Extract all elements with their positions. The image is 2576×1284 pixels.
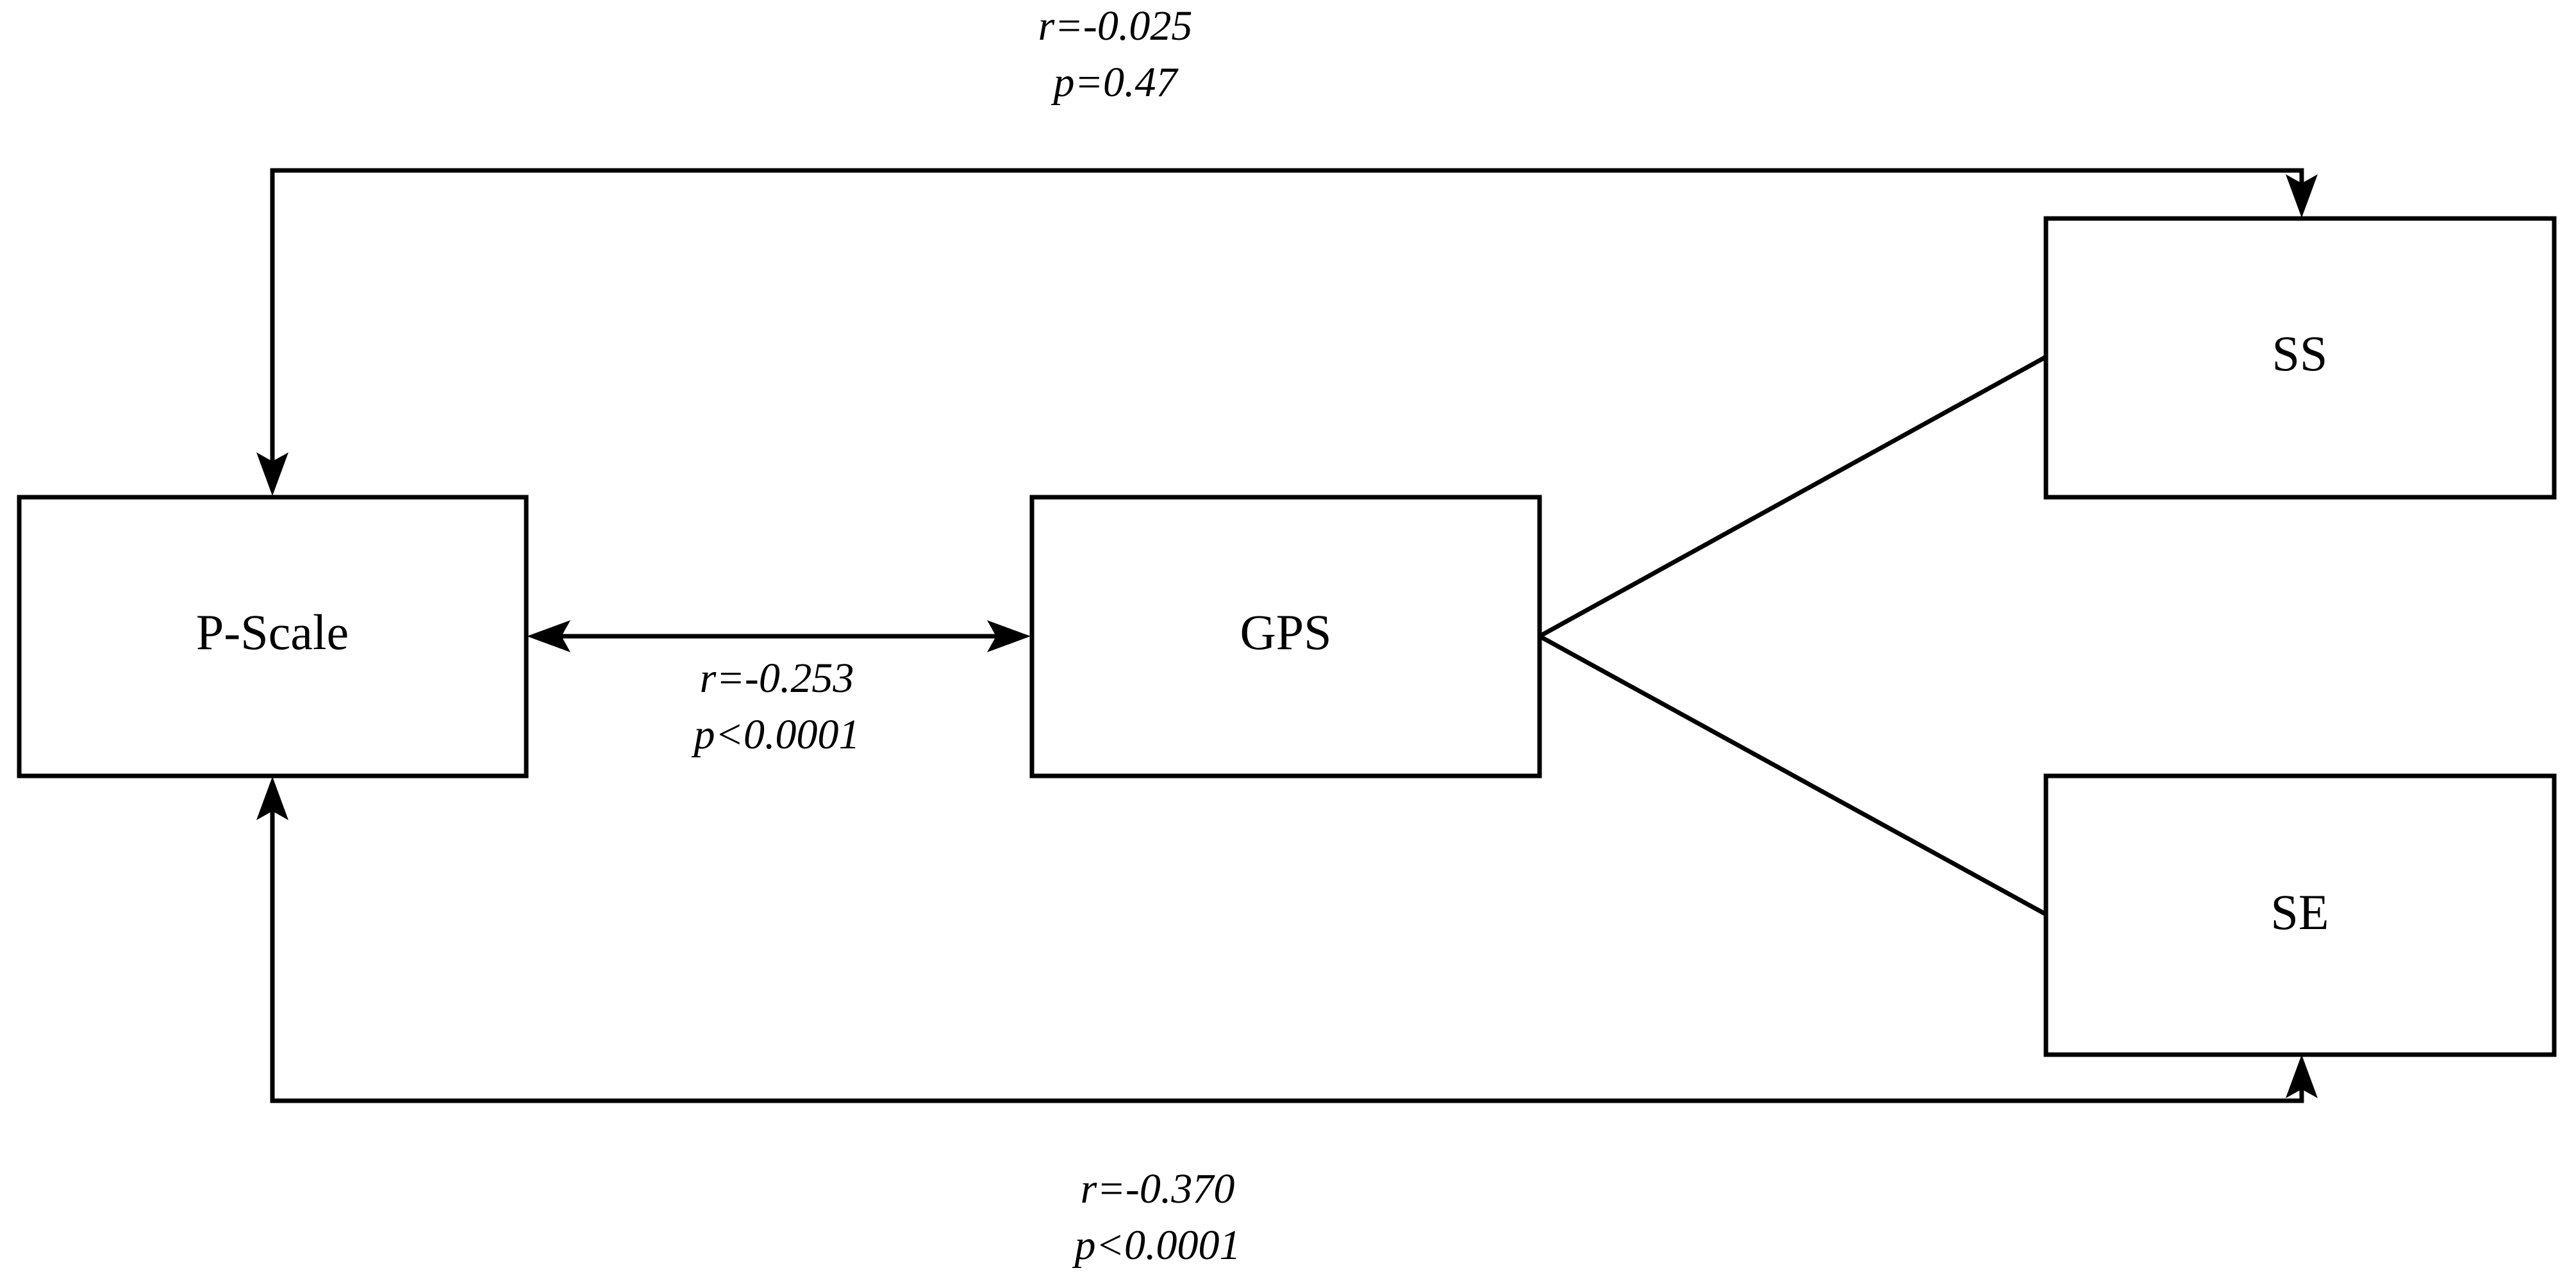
node-se: SE xyxy=(2043,773,2557,1057)
stat-pscale-gps-p: p<0.0001 xyxy=(691,711,860,758)
arrowhead-pscale-bottom xyxy=(256,777,288,820)
node-p-scale: P-Scale xyxy=(17,495,529,778)
arrowhead-pscale-right xyxy=(527,620,570,652)
edge-pscale-gps xyxy=(527,620,1031,652)
node-se-label: SE xyxy=(2270,884,2329,940)
stat-pscale-ss-r: r=-0.025 xyxy=(1038,3,1193,49)
arrowhead-se-bottom xyxy=(2286,1055,2318,1098)
stat-pscale-se-r: r=-0.370 xyxy=(1081,1165,1235,1212)
node-p-scale-label: P-Scale xyxy=(196,604,349,660)
edge-pscale-se xyxy=(256,777,2318,1103)
arrowhead-pscale-top xyxy=(256,452,288,496)
edge-pscale-ss xyxy=(256,168,2318,496)
node-ss: SS xyxy=(2043,216,2557,500)
arrowhead-ss-top xyxy=(2286,174,2318,218)
stat-pscale-ss-p: p=0.47 xyxy=(1051,59,1179,106)
node-gps-label: GPS xyxy=(1240,604,1331,660)
node-gps: GPS xyxy=(1029,495,1542,778)
edge-gps-se xyxy=(1538,634,2047,917)
edge-gps-ss xyxy=(1538,354,2047,639)
node-ss-label: SS xyxy=(2272,325,2328,381)
stat-pscale-se-p: p<0.0001 xyxy=(1072,1222,1240,1269)
stat-pscale-gps-r: r=-0.253 xyxy=(700,655,854,702)
arrowhead-gps-left xyxy=(987,620,1031,652)
